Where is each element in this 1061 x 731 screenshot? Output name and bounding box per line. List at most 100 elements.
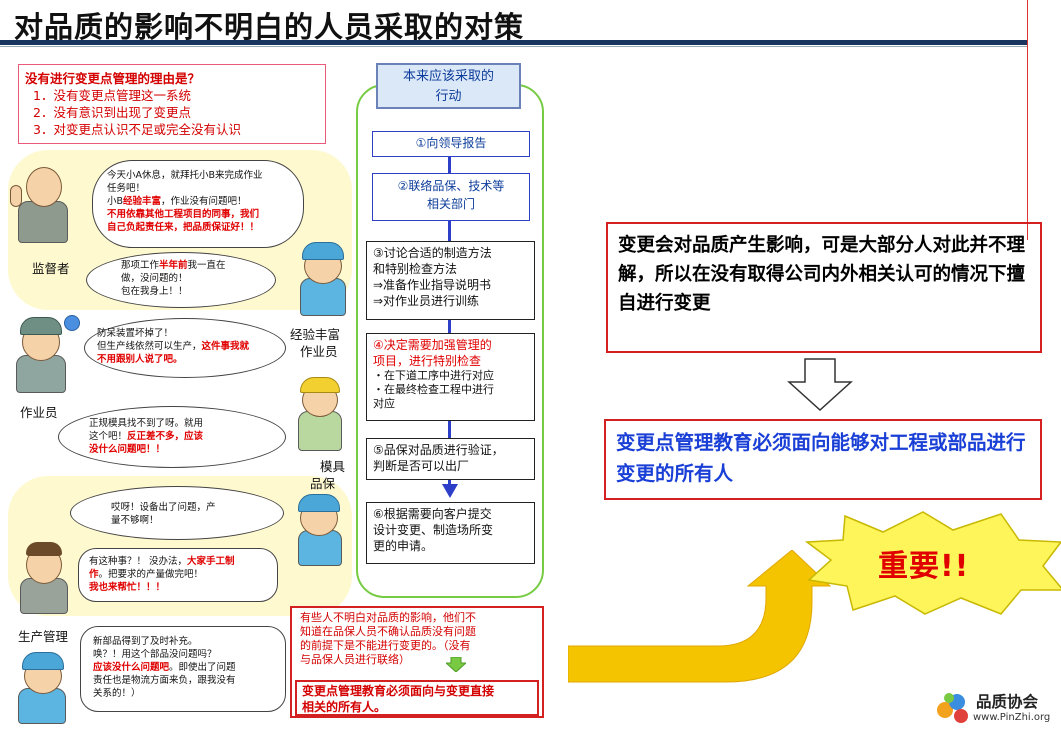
logo-name: 品质协会 xyxy=(976,690,1038,712)
speech-bubble-mold-qa: 正规模具找不到了呀。就用 这个吧！反正差不多，应该 没什么问题吧！！ xyxy=(58,406,286,468)
flow-step-text: ⇒准备作业指导说明书 xyxy=(373,277,528,293)
logo-icon xyxy=(935,692,973,724)
bubble-text: 我一直在 xyxy=(188,260,226,271)
bottom-note-line: 与品保人员进行联络） xyxy=(300,653,536,667)
bubble-emphasis: 我也来帮忙！！！ xyxy=(89,581,275,594)
experienced-worker-figure xyxy=(290,240,360,320)
impact-statement-box: 变更会对品质产生影响，可是大部分人对此并不理解，所以在没有取得公司内外相关认可的… xyxy=(606,222,1042,353)
down-arrow-icon xyxy=(787,358,853,412)
bubble-line: 那项工作半年前我一直在 xyxy=(121,259,271,272)
role-label-supervisor: 监督者 xyxy=(32,258,70,277)
flow-step-text: 和特别检查方法 xyxy=(373,261,528,277)
bubble-emphasis: 作 xyxy=(89,569,99,580)
bubble-line: 包在我身上！！ xyxy=(121,285,271,298)
flow-step-text: ⑥根据需要向客户提交 xyxy=(373,506,528,522)
bubble-line: 但生产线依然可以生产，这件事我就 xyxy=(97,340,283,353)
bottom-note-line: 的前提下是不能进行变更的。（没有 xyxy=(300,639,536,653)
bubble-emphasis: 反正差不多，应该 xyxy=(127,431,203,442)
flow-step-text: ⇒对作业员进行训练 xyxy=(373,293,528,309)
flow-step-1: ①向领导报告 xyxy=(372,131,530,157)
flow-step-text: ⑤品保对品质进行验证， xyxy=(373,442,528,458)
bottom-conclusion-line: 相关的所有人。 xyxy=(302,699,532,715)
bottom-conclusion-line: 变更点管理教育必须面向与变更直接 xyxy=(302,683,532,699)
bubble-text: 小B xyxy=(107,196,123,207)
speech-bubble-production: 有这种事？！ 没办法，大家手工制 作。把要求的产量做完吧！ 我也来帮忙！！！ xyxy=(78,548,278,602)
bubble-line: 关系的！） xyxy=(93,687,283,700)
raised-finger-icon xyxy=(10,185,22,207)
reason-item: 3．对变更点认识不足或完全没有认识 xyxy=(33,121,319,138)
flow-step-subtext: 对应 xyxy=(373,397,528,411)
mold-qa-figure xyxy=(290,375,350,455)
logistics-worker-figure xyxy=(10,648,76,728)
cap-icon xyxy=(298,494,340,512)
bubble-emphasis: 经验丰富 xyxy=(123,196,161,207)
down-arrow-icon xyxy=(446,657,466,672)
cap-icon xyxy=(302,242,344,260)
bubble-text: 有这种事？！ 没办法， xyxy=(89,556,187,567)
speech-bubble-logistics: 新部品得到了及时补充。 唤？！用这个部品没问题吗？ 应该没什么问题吧。即使出了问… xyxy=(80,626,286,712)
worker-figure xyxy=(8,315,78,395)
bubble-text: ，作业没有问题吧！ xyxy=(161,196,247,207)
flow-step-3: ③讨论合适的制造方法 和特别检查方法 ⇒准备作业指导说明书 ⇒对作业员进行训练 xyxy=(366,241,535,320)
production-manager-figure xyxy=(12,540,76,616)
bubble-line: 哎呀！设备出了问题，产 xyxy=(111,501,271,514)
bubble-line: 今天小A休息，就拜托小B来完成作业 xyxy=(107,169,297,182)
reason-item: 2．没有意识到出现了变更点 xyxy=(33,104,319,121)
title-underline-thin xyxy=(0,46,1028,47)
bottom-note-box: 有些人不明白对品质的影响，他们不 知道在品保人员不确认品质没有问题 的前提下是不… xyxy=(290,606,544,718)
reasons-box: 没有进行变更点管理的理由是？ 1．没有变更点管理这一系统 2．没有意识到出现了变… xyxy=(18,64,326,144)
bubble-line: 唤？！用这个部品没问题吗？ xyxy=(93,648,283,661)
reasons-heading: 没有进行变更点管理的理由是？ xyxy=(25,68,319,87)
bubble-line: 做，没问题的！ xyxy=(121,272,271,285)
flow-step-text: 设计变更、制造场所变 xyxy=(373,522,528,538)
operator-figure xyxy=(288,490,352,570)
cap-icon xyxy=(20,317,62,335)
supervisor-figure xyxy=(10,165,80,245)
bubble-line: 新部品得到了及时补充。 xyxy=(93,635,283,648)
flow-heading-line: 行动 xyxy=(378,87,519,107)
bubble-text: 那项工作 xyxy=(121,260,159,271)
flow-arrow-icon xyxy=(442,484,458,498)
flow-step-text: ③讨论合适的制造方法 xyxy=(373,245,528,261)
logo-url: www.PinZhi.org xyxy=(973,712,1050,723)
bubble-line: 作。把要求的产量做完吧！ xyxy=(89,568,275,581)
bubble-emphasis: 不用依靠其他工程项目的同事，我们 xyxy=(107,208,297,221)
title-underline xyxy=(0,40,1028,45)
role-label-worker: 作业员 xyxy=(20,402,58,421)
right-edge-line xyxy=(1027,0,1028,240)
bubble-emphasis: 自己负起责任来，把品质保证好！！ xyxy=(107,221,297,234)
bubble-line: 小B经验丰富，作业没有问题吧！ xyxy=(107,195,297,208)
bubble-text: 。即使出了问题 xyxy=(169,662,236,673)
flow-step-text: 项目，进行特别检查 xyxy=(373,353,528,369)
flow-heading: 本来应该采取的 行动 xyxy=(376,63,521,109)
bubble-emphasis: 没什么问题吧！！ xyxy=(89,443,279,456)
supervisor-body xyxy=(18,201,68,243)
curved-arrow-icon xyxy=(568,550,832,690)
bubble-line: 应该没什么问题吧。即使出了问题 xyxy=(93,661,283,674)
speech-bubble-supervisor: 今天小A休息，就拜托小B来完成作业 任务吧！ 小B经验丰富，作业没有问题吧！ 不… xyxy=(92,160,304,248)
flow-step-text: ①向领导报告 xyxy=(379,135,523,151)
bubble-emphasis: 半年前 xyxy=(159,260,188,271)
bottom-conclusion: 变更点管理教育必须面向与变更直接 相关的所有人。 xyxy=(295,680,539,716)
flow-step-4: ④决定需要加强管理的 项目，进行特别检查 ・在下道工序中进行对应 ・在最终检查工… xyxy=(366,333,535,421)
speech-bubble-operator: 哎呀！设备出了问题，产 量不够啊！ xyxy=(70,486,284,540)
bottom-note: 有些人不明白对品质的影响，他们不 知道在品保人员不确认品质没有问题 的前提下是不… xyxy=(300,611,536,667)
bubble-line: 有这种事？！ 没办法，大家手工制 xyxy=(89,555,275,568)
bubble-text: 但生产线依然可以生产， xyxy=(97,341,202,352)
conclusion-box: 变更点管理教育必须面向能够对工程或部品进行变更的所有人 xyxy=(604,419,1042,500)
role-label-production: 生产管理 xyxy=(18,626,68,645)
thought-icon xyxy=(64,315,80,331)
role-label-experienced-2: 作业员 xyxy=(300,341,338,360)
bubble-emphasis: 这件事我就 xyxy=(202,341,250,352)
bottom-note-line: 有些人不明白对品质的影响，他们不 xyxy=(300,611,536,625)
bubble-text: 。把要求的产量做完吧！ xyxy=(99,569,204,580)
important-label: 重要!! xyxy=(878,541,969,585)
mold-qa-body xyxy=(298,411,342,451)
flow-step-subtext: ・在最终检查工程中进行 xyxy=(373,383,528,397)
helmet-icon xyxy=(300,377,340,393)
bubble-line: 正规模具找不到了呀。就用 xyxy=(89,417,279,430)
bubble-emphasis: 应该没什么问题吧 xyxy=(93,662,169,673)
flow-heading-line: 本来应该采取的 xyxy=(378,67,519,87)
bubble-line: 防呆装置坏掉了！ xyxy=(97,327,283,340)
bottom-note-line: 知道在品保人员不确认品质没有问题 xyxy=(300,625,536,639)
